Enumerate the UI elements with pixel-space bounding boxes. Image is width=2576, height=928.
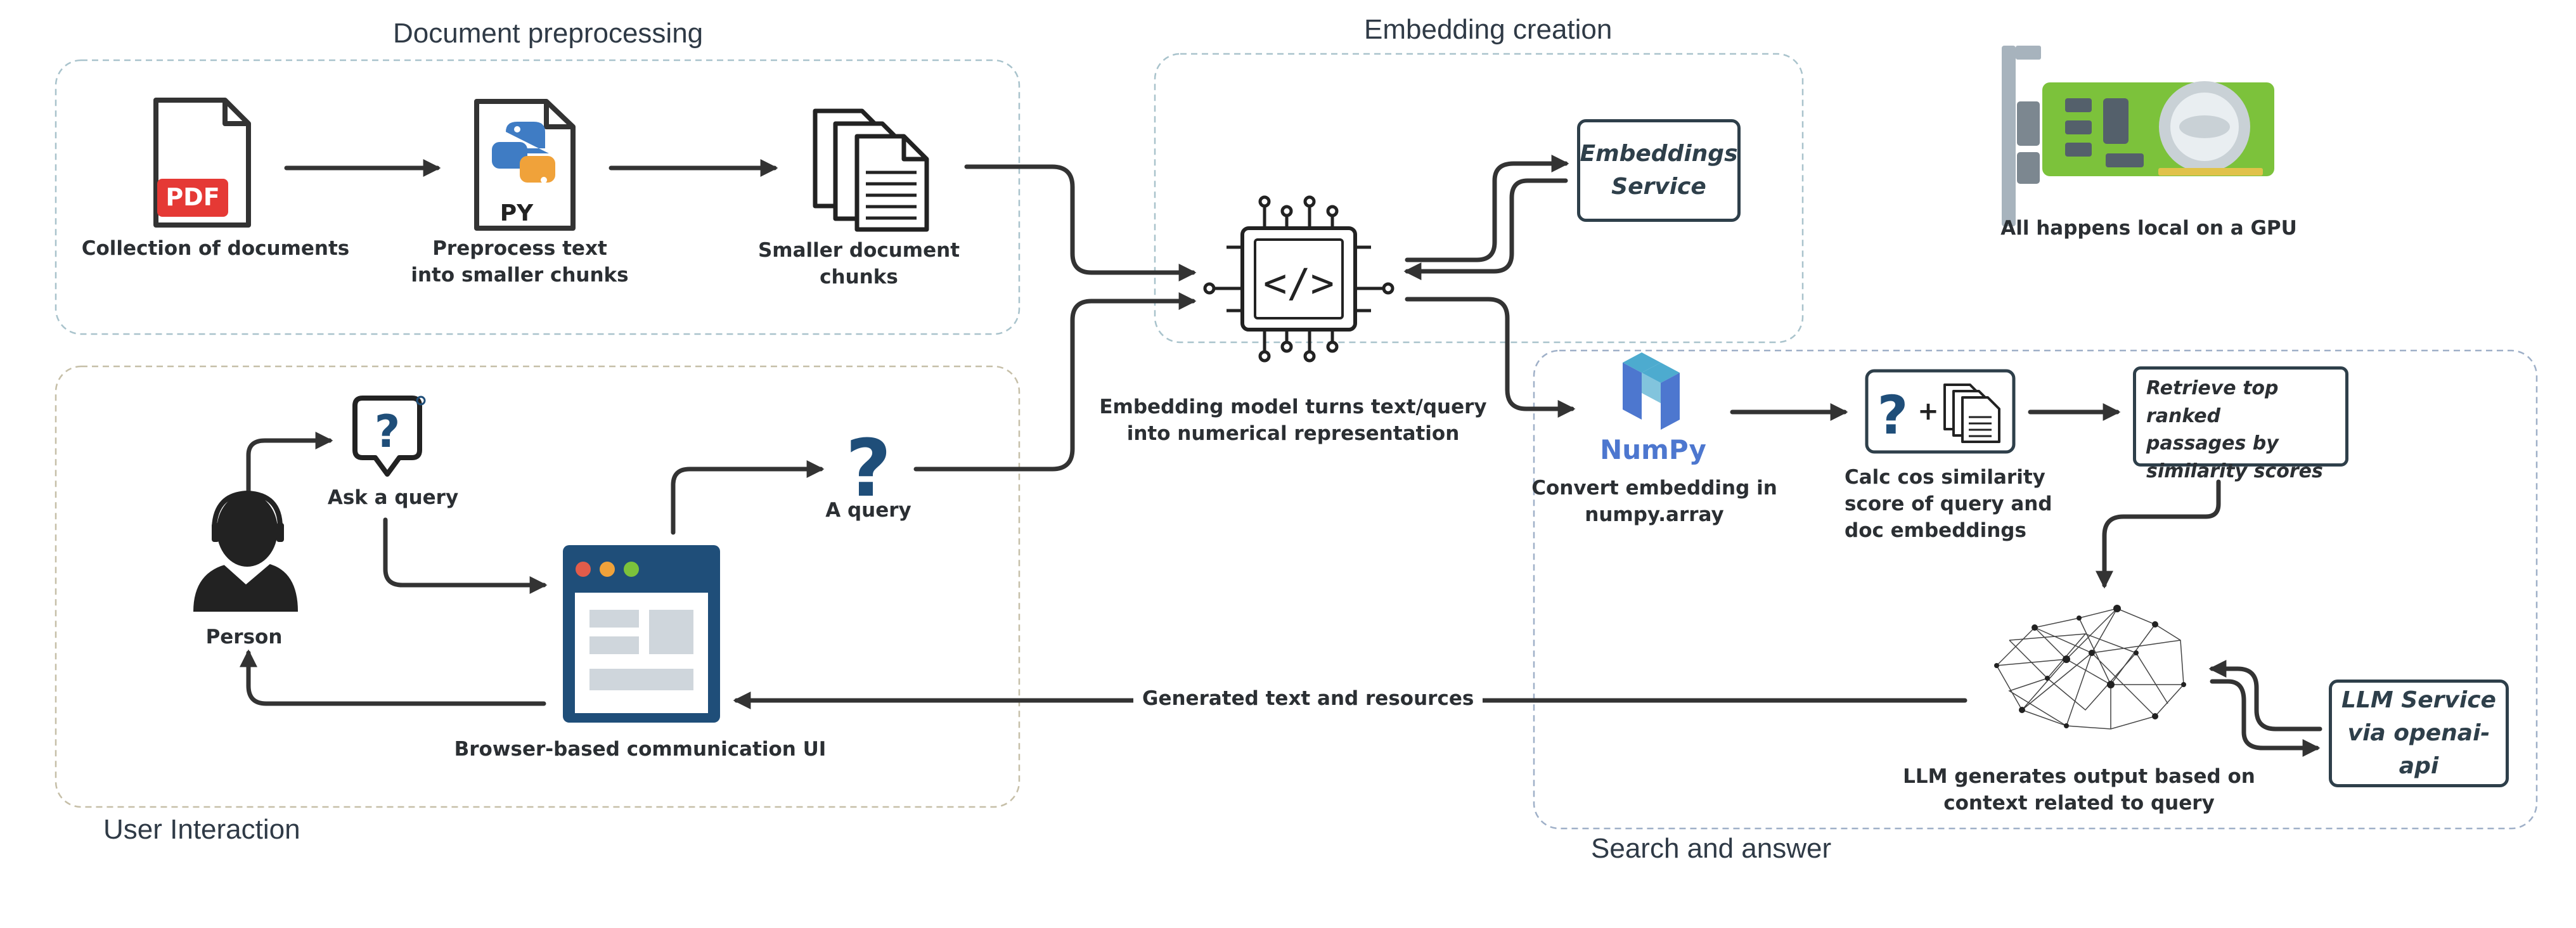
label-person: Person <box>205 626 283 648</box>
label-collection-of-documents: Collection of documents <box>81 237 350 260</box>
arrow-service-to-model-bottom <box>1403 178 1568 280</box>
label-cos-similarity: Calc cos similarity score of query and d… <box>1845 466 2052 542</box>
arrows <box>240 155 2322 757</box>
group-user-interaction <box>55 365 1021 808</box>
chip-icon: </> <box>1203 195 1394 363</box>
label-preprocess: Preprocess text into smaller chunks <box>411 237 629 287</box>
label-a-query: A query <box>825 499 911 522</box>
arrow-ask-to-browser <box>383 517 548 594</box>
group-document-preprocessing <box>55 59 1021 335</box>
arrow-model-to-numpy <box>1405 297 1576 418</box>
embeddings-service-box[interactable]: Embeddings Service <box>1577 119 1741 222</box>
svg-text:?: ? <box>1877 384 1909 446</box>
group-search-and-answer <box>1533 349 2538 830</box>
py-icon-text: PY <box>500 200 534 226</box>
similarity-plus: + <box>1917 397 1939 426</box>
label-ask-query: Ask a query <box>327 486 459 509</box>
gpu-card-icon <box>2002 46 2274 226</box>
llm-service-box[interactable]: LLM Service via openai-api <box>2329 680 2509 787</box>
arrow-chunks-to-model <box>964 164 1197 281</box>
edge-label-generated: Generated text and resources <box>1133 687 1483 710</box>
label-llm: LLM generates output based on context re… <box>1903 765 2255 815</box>
group-title-search-and-answer: Search and answer <box>1591 833 1832 864</box>
arrow-browser-to-query <box>671 460 825 535</box>
svg-text:?: ? <box>375 406 401 458</box>
group-embedding-creation <box>1154 53 1804 344</box>
similarity-icon: ? + <box>1865 369 2016 454</box>
retrieve-passages-box[interactable]: Retrieve top ranked passages by similari… <box>2133 366 2348 482</box>
arrow-query-to-model <box>913 292 1197 472</box>
label-gpu: All happens local on a GPU <box>2000 217 2297 240</box>
question-mark-icon: ? <box>846 423 892 515</box>
arrow-browser-to-person <box>240 649 546 706</box>
label-embedding-model: Embedding model turns text/query into nu… <box>1099 396 1487 445</box>
group-title-document-preprocessing: Document preprocessing <box>393 18 704 49</box>
numpy-icon: NumPy <box>1600 352 1706 465</box>
label-browser-ui: Browser-based communication UI <box>454 738 827 761</box>
arrow-model-to-service-top <box>1405 155 1569 262</box>
numpy-icon-text: NumPy <box>1600 434 1706 465</box>
browser-icon <box>563 545 720 723</box>
arrow-llm-to-llm-service <box>2210 679 2321 757</box>
pdf-icon: PDF <box>153 98 251 228</box>
arrow-llm-service-to-llm <box>2208 660 2322 731</box>
person-icon <box>193 490 298 612</box>
label-numpy: Convert embedding in numpy.array <box>1531 477 1777 526</box>
documents-icon <box>813 108 929 232</box>
python-file-icon: PY <box>474 99 576 231</box>
arrow-retrieve-to-llm <box>2096 479 2221 589</box>
label-smaller-chunks: Smaller document chunks <box>757 239 960 288</box>
question-bubble-icon: ? <box>352 396 426 477</box>
arrow-person-to-ask <box>246 432 333 503</box>
pdf-icon-text: PDF <box>165 183 219 211</box>
svg-text:</>: </> <box>1263 260 1334 306</box>
group-title-embedding-creation: Embedding creation <box>1364 14 1613 45</box>
group-title-user-interaction: User Interaction <box>103 814 300 845</box>
neural-network-icon <box>1994 605 2186 730</box>
